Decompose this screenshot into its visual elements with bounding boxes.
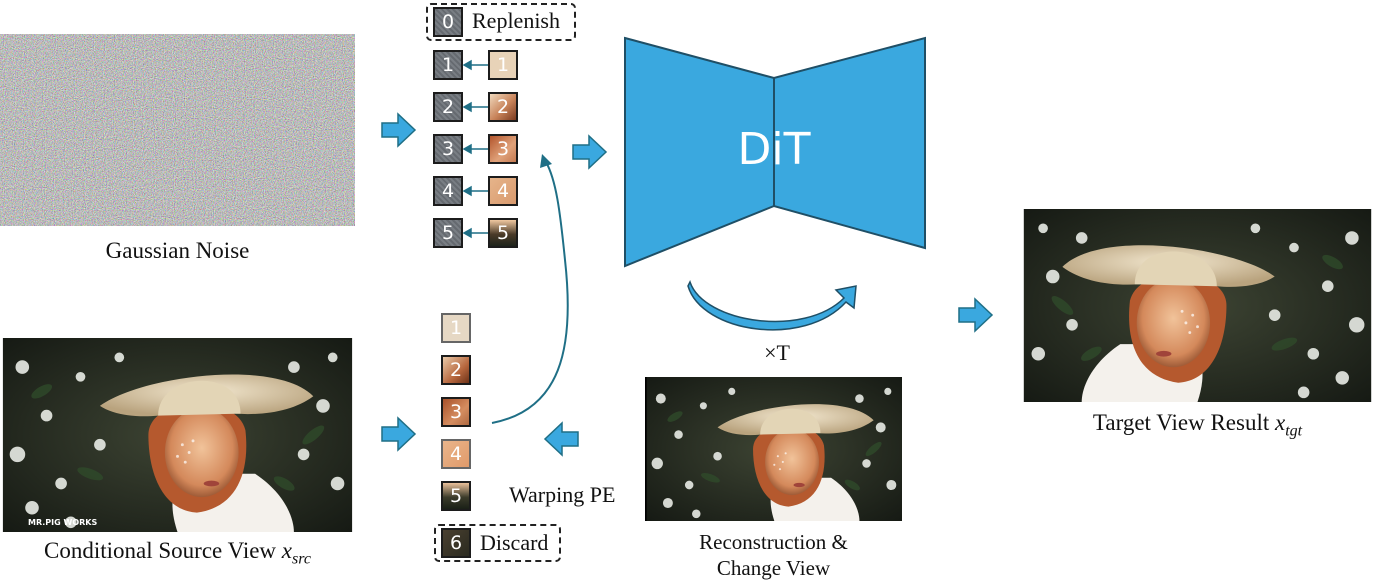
- loop-arrow: [687, 280, 857, 331]
- source-token-1: 1: [441, 313, 471, 343]
- target-caption-var: x: [1274, 410, 1286, 435]
- noise-token-2: 2: [433, 92, 463, 122]
- warp-connector: [491, 154, 569, 424]
- source-caption: Conditional Source View xsrc: [0, 538, 355, 569]
- discard-box: [434, 524, 561, 562]
- repeat-label: ×T: [764, 340, 790, 365]
- discard-label: Discard: [480, 530, 549, 555]
- reconstruction-image: [645, 377, 902, 521]
- source-caption-sub: src: [292, 550, 311, 568]
- warped-token-5: 5: [488, 218, 518, 248]
- target-view-image: [1020, 209, 1375, 402]
- discard-token: 6: [441, 528, 471, 558]
- token-links: [462, 59, 488, 239]
- noise-caption: Gaussian Noise: [105, 238, 250, 263]
- source-caption-var: x: [281, 538, 292, 563]
- target-caption: Target View Result xtgt: [1020, 410, 1375, 441]
- arrow-warping: [543, 421, 579, 457]
- noise-token-4: 4: [433, 176, 463, 206]
- noise-token-1: 1: [433, 50, 463, 80]
- target-caption-text: Target View Result: [1092, 410, 1275, 435]
- source-token-3: 3: [441, 397, 471, 427]
- reconstruction-caption-line1: Reconstruction &: [699, 530, 848, 554]
- noise-token-3: 3: [433, 134, 463, 164]
- noise-token-5: 5: [433, 218, 463, 248]
- warping-label: Warping PE: [509, 482, 616, 507]
- source-view-image: MR.PIG WORKS: [0, 338, 355, 532]
- reconstruction-caption-line2: Change View: [716, 556, 831, 580]
- gaussian-noise-image: [0, 34, 355, 226]
- target-caption-sub: tgt: [1285, 422, 1303, 440]
- replenish-label: Replenish: [472, 8, 560, 33]
- source-token-4: 4: [441, 439, 471, 469]
- arrow-noise-to-tokens: [381, 112, 417, 148]
- arrow-tokens-to-dit: [572, 134, 608, 170]
- warped-token-2: 2: [488, 92, 518, 122]
- warped-token-3: 3: [488, 134, 518, 164]
- source-token-2: 2: [441, 355, 471, 385]
- warped-token-4: 4: [488, 176, 518, 206]
- replenish-box: [426, 3, 576, 41]
- dit-label: DiT: [737, 124, 811, 175]
- dit-block: [624, 36, 926, 268]
- arrow-source-to-tokens: [381, 416, 417, 452]
- source-token-5: 5: [441, 481, 471, 511]
- source-caption-text: Conditional Source View: [44, 538, 282, 563]
- arrow-dit-to-target: [958, 297, 994, 333]
- source-watermark: MR.PIG WORKS: [28, 518, 98, 527]
- warped-token-1: 1: [488, 50, 518, 80]
- replenish-token: 0: [433, 7, 463, 37]
